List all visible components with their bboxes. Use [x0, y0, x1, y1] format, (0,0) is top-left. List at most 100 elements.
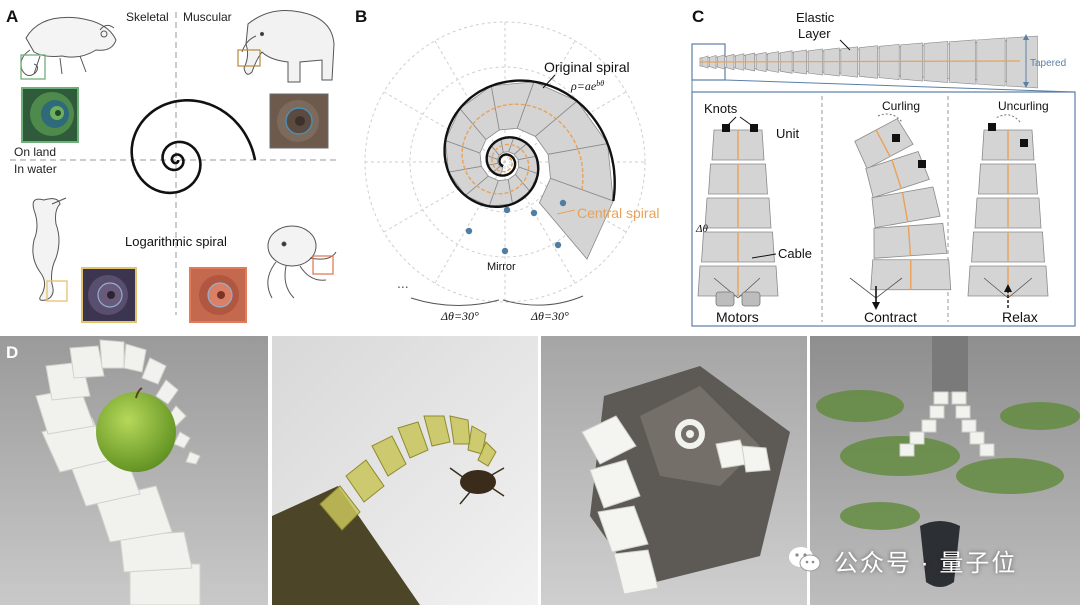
spiral-formula: ρ=aebθ — [570, 79, 604, 94]
mirror-nodes — [465, 199, 567, 255]
relax-arrow-head — [1004, 284, 1012, 292]
panel-b-letter: B — [355, 7, 367, 26]
knots-leader-left — [725, 116, 737, 128]
curling-column-unit-shape — [871, 186, 941, 229]
strip-unit — [976, 37, 1006, 87]
knot — [918, 160, 926, 168]
panel-c: C Elastic Layer Tapered Knots Unit Δθ Ca… — [691, 7, 1076, 327]
panel-d-letter: D — [6, 343, 18, 362]
uncurling-label: Uncurling — [998, 99, 1049, 113]
curling-column-cable-segment — [901, 192, 909, 223]
original-spiral-leader — [542, 74, 556, 89]
delta-theta-left-label: Δθ=30° — [440, 309, 479, 323]
motor — [741, 291, 761, 307]
rest-column-unit — [701, 231, 775, 263]
elephant-illustration — [241, 10, 335, 83]
elephant-trunk-callout — [237, 49, 261, 67]
delta-theta-right-label: Δθ=30° — [530, 309, 569, 323]
elephant-trunk-photo — [269, 93, 329, 149]
cable-label: Cable — [778, 246, 812, 261]
mirror-label: Mirror — [487, 261, 516, 273]
mirror-node — [530, 209, 538, 217]
rest-column-unit — [708, 163, 768, 195]
central-spiral-leader — [556, 209, 576, 215]
curling-arrow — [877, 113, 903, 123]
photo-apple-grasp — [0, 336, 268, 605]
strip-unit — [900, 42, 923, 82]
photo-rock-wrap — [541, 336, 807, 605]
octopus-arm-callout — [312, 255, 334, 275]
curling-column-unit — [854, 118, 914, 170]
rest-column-unit — [697, 265, 779, 297]
relax-column-unit — [981, 129, 1035, 161]
relax-column-unit — [974, 197, 1042, 229]
tension-cable-left — [849, 277, 877, 299]
logarithmic-spiral-label: Logarithmic spiral — [125, 234, 227, 249]
curling-column-cable-segment — [907, 225, 912, 256]
uncurling-arrow — [995, 114, 1021, 123]
strip-unit — [949, 39, 976, 85]
watermark-text: 公众号 · 量子位 — [834, 549, 1018, 577]
mirror-node — [559, 199, 567, 207]
motor — [715, 291, 735, 307]
cable-leader — [751, 253, 777, 259]
panel-a-letter: A — [6, 7, 18, 26]
on-land-label: On land — [14, 145, 56, 159]
skeletal-label: Skeletal — [126, 10, 169, 24]
mirror-node — [501, 247, 509, 255]
in-water-label: In water — [14, 162, 57, 176]
tension-cable-right — [1007, 277, 1033, 299]
curling-column-unit — [870, 259, 952, 291]
strip-unit — [923, 41, 949, 83]
seahorse-tail-callout — [46, 280, 68, 302]
central-spiral-label: Central spiral — [577, 205, 659, 221]
watermark: 公众号 · 量子位 — [786, 540, 1017, 580]
original-spiral-label: Original spiral — [544, 59, 630, 75]
panel-d: D — [0, 336, 1080, 605]
elastic-layer-leader — [839, 39, 851, 51]
contract-label: Contract — [864, 309, 917, 325]
layer-label: Layer — [798, 26, 831, 41]
delta-theta-arc-left — [410, 297, 500, 306]
rest-column-unit — [704, 197, 772, 229]
chameleon-tail-photo — [21, 87, 79, 143]
muscular-label: Muscular — [183, 10, 232, 24]
curling-column-unit-shape — [873, 223, 948, 259]
ellipsis-label: ... — [397, 275, 409, 291]
contract-arrow-head — [872, 302, 880, 310]
knots-leader-right — [739, 116, 755, 128]
curling-label: Curling — [882, 99, 920, 113]
curling-column-cable-segment — [891, 159, 902, 189]
panel-a: A Skeletal Muscular On land In water Log… — [6, 7, 340, 323]
elastic-label: Elastic — [796, 10, 835, 25]
detail-columns — [697, 118, 1049, 310]
knot — [892, 134, 900, 142]
rest-column-unit — [711, 129, 765, 161]
motors-label: Motors — [716, 309, 759, 325]
unit-label: Unit — [776, 126, 800, 141]
relax-label: Relax — [1002, 309, 1038, 325]
spiral-unit — [538, 177, 614, 260]
plant-pot — [920, 521, 960, 587]
chameleon-tail-callout — [20, 54, 46, 80]
tapered-label: Tapered — [1030, 58, 1066, 69]
curling-column-cable-segment — [875, 129, 891, 157]
relax-column-unit — [978, 163, 1038, 195]
knots-label: Knots — [704, 101, 738, 116]
curling-column-unit — [865, 151, 930, 199]
spiral-units — [444, 81, 614, 260]
apple — [96, 392, 176, 472]
delta-theta-arc-right — [502, 295, 584, 306]
wechat-icon — [789, 547, 821, 572]
zoom-connector-right — [724, 79, 1076, 93]
panel-b: B Original spiral ρ=aebθ Central spiral … — [355, 7, 659, 323]
panel-c-letter: C — [692, 7, 704, 26]
tension-cable-left — [983, 277, 1009, 299]
photo-plant-grasp — [810, 336, 1080, 605]
seahorse-illustration — [32, 197, 67, 301]
knot — [722, 124, 730, 132]
original-spiral-curve — [443, 79, 616, 208]
chameleon-illustration — [20, 16, 117, 76]
curling-column-unit — [873, 223, 948, 259]
